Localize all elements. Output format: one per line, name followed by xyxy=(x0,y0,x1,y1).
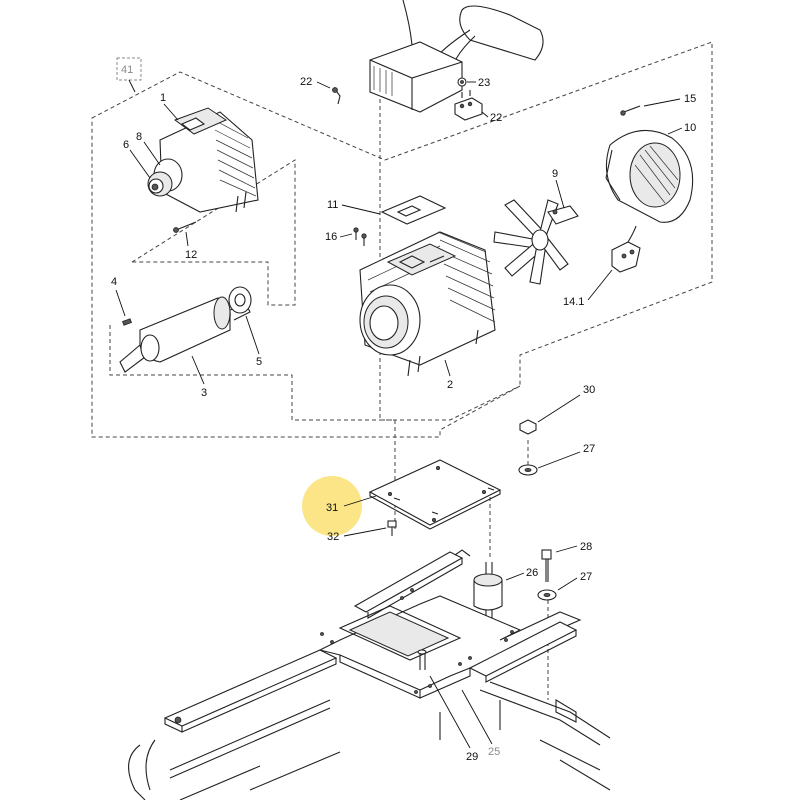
callout-30: 30 xyxy=(583,384,595,396)
cable-top xyxy=(402,0,413,46)
leader-25 xyxy=(461,689,493,745)
highlight-marker[interactable] xyxy=(302,476,362,536)
fan-cover-10 xyxy=(605,129,694,223)
axis-line-1 xyxy=(379,92,396,530)
callout-9: 9 xyxy=(552,168,558,180)
callout-32: 32 xyxy=(327,531,339,543)
callout-23: 23 xyxy=(478,77,490,89)
callout-16: 16 xyxy=(325,231,337,243)
leader-32 xyxy=(343,527,387,537)
callout-4: 4 xyxy=(111,276,117,288)
screw-32 xyxy=(387,520,397,536)
screws-16 xyxy=(353,227,367,246)
screw-15 xyxy=(620,105,641,116)
leader-29 xyxy=(429,675,471,749)
leader-3 xyxy=(191,355,205,385)
leader-12 xyxy=(185,231,189,247)
cable-gland-23 xyxy=(457,77,467,87)
leader-15 xyxy=(643,98,681,107)
callout-5: 5 xyxy=(256,356,262,368)
mounting-plate-31 xyxy=(368,459,502,530)
callout-1: 1 xyxy=(160,92,166,104)
callout-11: 11 xyxy=(327,199,338,211)
leader-27-b xyxy=(557,577,578,591)
leader-31 xyxy=(343,495,377,507)
leader-30 xyxy=(537,394,581,423)
callout-22-b: 22 xyxy=(490,112,502,124)
frame-legs xyxy=(128,681,611,800)
group-41-outline xyxy=(91,41,713,438)
leader-9 xyxy=(555,179,565,209)
rubber-mount-26 xyxy=(473,562,503,620)
leader-22-a xyxy=(316,81,331,89)
callout-14-1: 14.1 xyxy=(563,296,584,308)
terminal-box xyxy=(369,41,463,113)
callout-12: 12 xyxy=(185,249,197,261)
leader-1 xyxy=(163,103,179,121)
terminal-block-22 xyxy=(454,90,483,121)
capacitor-body xyxy=(459,5,544,61)
leader-22-b xyxy=(481,111,489,118)
leader-14-1 xyxy=(587,269,613,301)
callout-31: 31 xyxy=(326,502,338,514)
stator-group-outline xyxy=(131,159,296,306)
callout-27-a: 27 xyxy=(583,443,595,455)
motor-housing-2 xyxy=(359,231,496,377)
callout-25: 25 xyxy=(488,746,500,758)
callout-15: 15 xyxy=(684,93,696,105)
callout-41: 41 xyxy=(121,64,133,76)
callout-6: 6 xyxy=(123,139,129,151)
callout-26: 26 xyxy=(526,567,538,579)
leader-16 xyxy=(339,233,353,238)
leader-11 xyxy=(341,204,381,215)
rotor-3 xyxy=(119,296,251,373)
base-frame-25 xyxy=(163,549,582,740)
leader-28 xyxy=(555,545,578,553)
leader-27-a xyxy=(537,451,581,469)
fan-9 xyxy=(493,199,579,285)
bearing-5 xyxy=(228,286,252,314)
nut-30 xyxy=(519,419,537,435)
callout-29: 29 xyxy=(466,751,478,763)
screw-22-left xyxy=(332,87,341,105)
bolt-28 xyxy=(541,549,552,582)
leader-8 xyxy=(143,141,161,166)
callout-27-b: 27 xyxy=(580,571,592,583)
motor-left xyxy=(147,107,259,213)
callout-3: 3 xyxy=(201,387,207,399)
leader-26 xyxy=(505,572,525,581)
leader-6 xyxy=(129,149,151,179)
callout-2: 2 xyxy=(447,379,453,391)
leader-5 xyxy=(245,315,260,355)
leader-2 xyxy=(444,359,451,377)
rotor-group-outline xyxy=(109,325,521,421)
leader-10 xyxy=(667,127,683,135)
screw-12 xyxy=(173,221,197,233)
washer-27-top xyxy=(518,464,538,476)
callout-8: 8 xyxy=(136,131,142,143)
leader-41 xyxy=(128,79,136,93)
callout-22-a: 22 xyxy=(300,76,312,88)
leader-4 xyxy=(115,289,126,317)
gasket-11 xyxy=(380,195,447,225)
callout-10: 10 xyxy=(684,122,696,134)
key-4 xyxy=(122,318,132,326)
washer-27-bottom xyxy=(537,589,557,601)
callout-28: 28 xyxy=(580,541,592,553)
plug-14-1 xyxy=(611,225,641,273)
